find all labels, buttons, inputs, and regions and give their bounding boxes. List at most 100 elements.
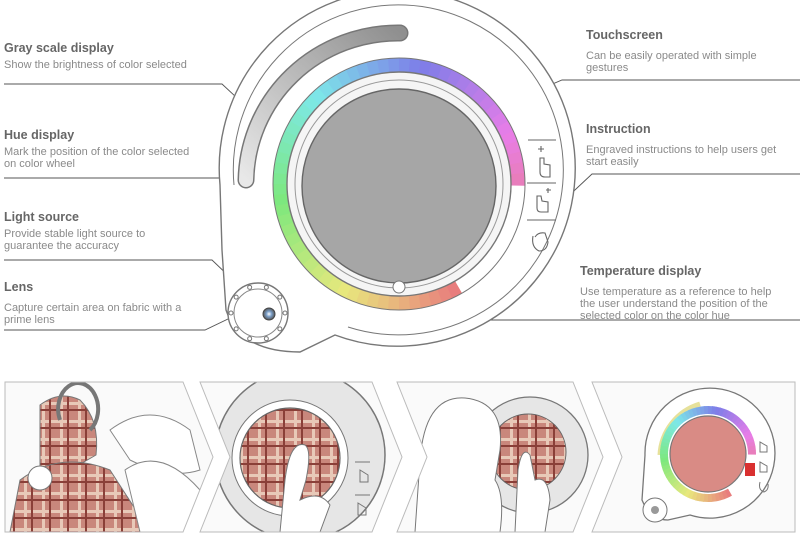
hue-segment [302, 93, 321, 113]
temperature-indicator [745, 463, 755, 476]
hue-segment [309, 86, 329, 105]
hue-segment [276, 211, 294, 228]
hue-segment [677, 414, 686, 424]
hue-segment [679, 486, 689, 496]
led-dot [277, 294, 283, 300]
label-desc: start easily [586, 156, 639, 168]
label-desc: selected color on the color hue [580, 310, 730, 322]
hue-segment [408, 58, 423, 74]
led-dot [247, 284, 253, 290]
hue-segment [744, 433, 754, 441]
hue-segment [733, 417, 743, 427]
hue-segment [668, 422, 678, 432]
led-dot [263, 284, 269, 290]
hue-segment [671, 419, 681, 429]
hue-segment [295, 101, 315, 120]
hue-segment [662, 433, 673, 441]
hue-segment [721, 408, 729, 419]
hue-segment [699, 493, 705, 502]
hue-segment [664, 429, 674, 438]
swipe-gesture-icon [759, 461, 768, 473]
hue-segment [280, 220, 298, 238]
label-title: Temperature display [580, 264, 702, 278]
label-temperature-display: Temperature display Use temperature as a… [580, 264, 771, 322]
hue-segment [366, 59, 382, 76]
label-title: Hue display [4, 128, 75, 142]
instruction-icons [355, 461, 370, 516]
hue-segment [470, 87, 490, 106]
usage-panel-2 [200, 382, 402, 532]
hue-segment [435, 285, 453, 303]
hue-segment [699, 406, 706, 415]
hue-segment [507, 151, 524, 167]
label-desc: guarantee the accuracy [4, 240, 119, 252]
tap-gesture-icon [359, 469, 369, 483]
hue-segment [495, 121, 514, 139]
label-instruction: Instruction Engraved instructions to hel… [586, 122, 776, 168]
hue-segment [344, 284, 361, 303]
label-desc: Capture certain area on fabric with a [4, 302, 182, 314]
hue-segment [717, 491, 725, 501]
label-hue-display: Hue display Mark the position of the col… [4, 128, 189, 170]
panel-frame [396, 381, 604, 533]
hue-segment [742, 430, 752, 438]
hue-segment [694, 492, 702, 502]
hue-segment [277, 139, 295, 156]
hue-segment [294, 246, 314, 265]
hue-segment [308, 262, 328, 281]
swipe-gesture-icon [536, 188, 551, 213]
label-lens: Lens Capture certain area on fabric with… [4, 280, 181, 326]
hue-segment [301, 254, 320, 274]
label-desc: on color wheel [4, 158, 75, 170]
hue-segment [662, 467, 672, 475]
label-light-source: Light source Provide stable light source… [4, 210, 145, 252]
hue-segment [377, 58, 391, 74]
label-title: Instruction [586, 122, 651, 136]
panel-frame [4, 381, 214, 533]
label-title: Gray scale display [4, 41, 114, 55]
hue-segment [274, 201, 291, 217]
hue-segment [446, 69, 464, 88]
hue-segment [386, 295, 400, 310]
led-dot [247, 336, 253, 342]
lens-icon [651, 506, 659, 514]
label-desc: Engraved instructions to help users get [586, 144, 777, 156]
hue-segment [660, 445, 669, 451]
touchscreen[interactable] [301, 88, 497, 284]
usage-panel-1 [5, 382, 213, 532]
hue-segment [676, 484, 686, 494]
label-title: Light source [4, 210, 80, 224]
usage-panel-4 [591, 381, 796, 533]
hue-segment [721, 490, 729, 500]
hue-segment [289, 110, 309, 129]
hue-segment [684, 410, 692, 420]
hue-segment [289, 238, 308, 257]
device-diagram [4, 0, 800, 353]
hue-segment [284, 229, 303, 247]
swipe-gesture-icon [357, 502, 367, 516]
hue-segment [375, 294, 390, 310]
hue-segment [670, 479, 680, 488]
hue-segment [284, 119, 303, 137]
hue-segment [695, 406, 702, 416]
hue-segment [730, 414, 740, 424]
hue-segment [674, 416, 683, 426]
hue-segment [325, 274, 344, 294]
hue-segment [747, 445, 756, 452]
hue-segment [690, 491, 698, 501]
hue-segment [718, 407, 726, 417]
instruction-icons [759, 441, 769, 493]
hue-segment [454, 74, 473, 94]
hue-segment [444, 280, 462, 299]
label-title: Lens [4, 280, 34, 294]
hue-segment [710, 493, 717, 502]
hue-segment [661, 463, 671, 471]
selected-color-display [669, 415, 747, 493]
label-desc: Can be easily operated with simple [586, 50, 757, 62]
hue-segment [661, 436, 671, 444]
label-desc: Use temperature as a reference to help [580, 286, 772, 298]
label-desc: Provide stable light source to [4, 228, 146, 240]
hue-segment [354, 288, 371, 306]
hue-segment [418, 59, 434, 77]
hue-segment [687, 408, 695, 418]
